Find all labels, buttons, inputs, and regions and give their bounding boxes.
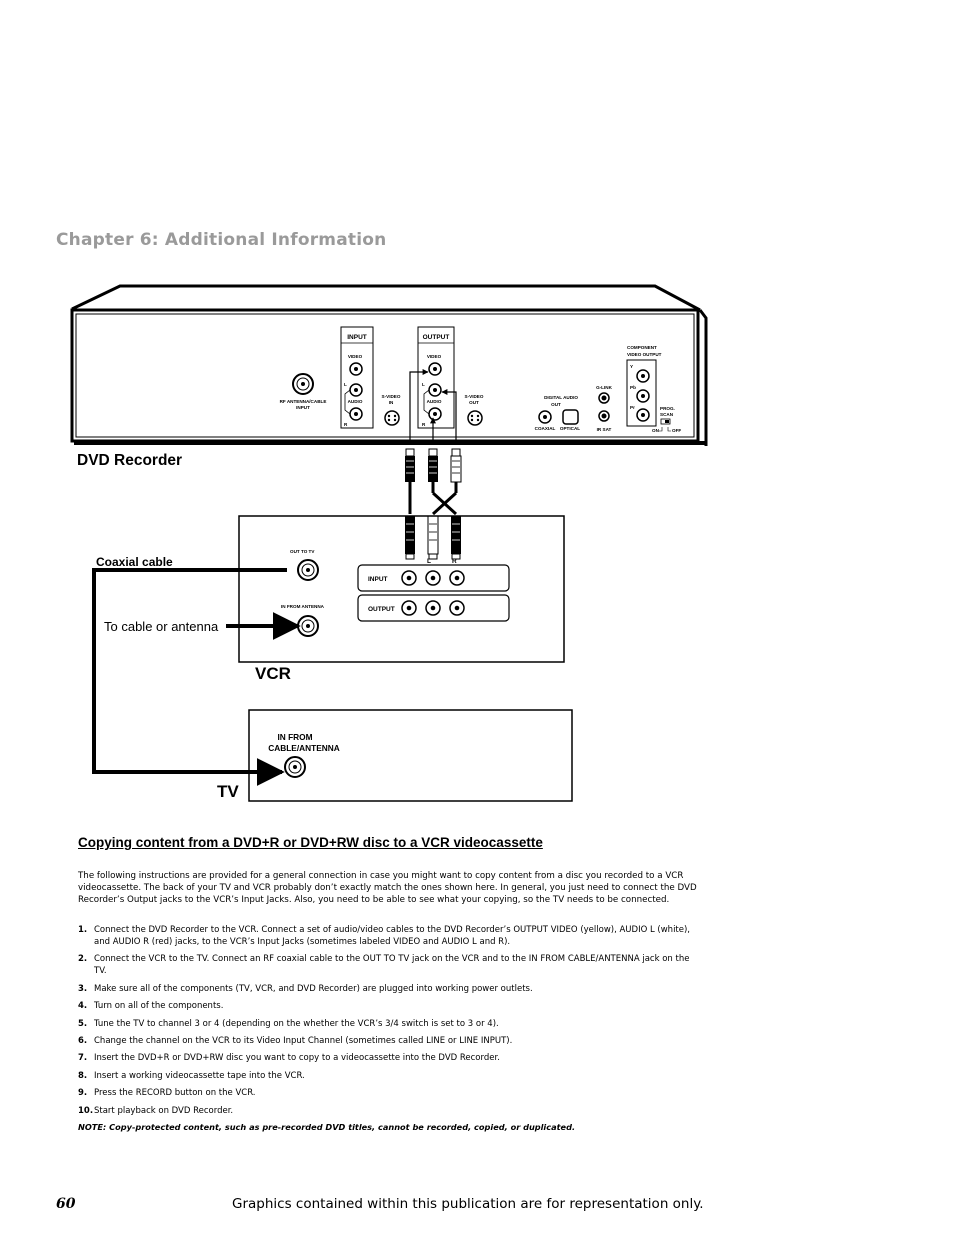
tv-antenna-jack: [284, 756, 306, 778]
step-item: 1.Connect the DVD Recorder to the VCR. C…: [78, 925, 691, 947]
vcr-title: VCR: [255, 664, 291, 683]
svideo-in-label-2: IN: [389, 400, 394, 405]
svideo-out-label-2: OUT: [469, 400, 479, 405]
ir-sat-label: IR SAT: [597, 427, 612, 432]
dvd-input-l-label: L: [344, 382, 347, 387]
tv: IN FROM CABLE/ANTENNA: [248, 709, 573, 802]
step-item: 9.Press the RECORD button on the VCR.: [78, 1088, 256, 1099]
dvd-output-r-label: R: [422, 422, 426, 427]
dvd-output-title: OUTPUT: [423, 334, 450, 341]
component-pb-label: Pb: [630, 385, 636, 390]
dvd-input-video-label: VIDEO: [348, 354, 363, 359]
step-item: 10.Start playback on DVD Recorder.: [78, 1105, 234, 1116]
dvd-output-jacks: [423, 362, 442, 421]
vcr-input-jacks: [401, 570, 465, 586]
prog-on-label: ON: [652, 428, 660, 433]
svideo-out-label-1: S-VIDEO: [465, 394, 484, 399]
vcr-in-from-antenna-jack: [297, 615, 319, 637]
step-item: 5.Tune the TV to channel 3 or 4 (dependi…: [78, 1018, 499, 1029]
step-item: 6.Change the channel on the VCR to its V…: [78, 1035, 513, 1046]
step-item: 3.Make sure all of the components (TV, V…: [78, 983, 533, 994]
step-item: 7.Insert the DVD+R or DVD+RW disc you wa…: [78, 1053, 500, 1064]
optical-label: OPTICAL: [560, 426, 580, 431]
rf-jack-label-1: RF ANTENNA/CABLE: [280, 399, 327, 404]
tv-in-from-label-2: CABLE/ANTENNA: [268, 743, 339, 753]
cable-l-label: L: [427, 558, 431, 565]
dvd-output-l-label: L: [422, 382, 425, 387]
vcr: OUT TO TV IN FROM ANTENNA INPUT OUTPUT: [238, 515, 565, 663]
prog-scan-label-2: SCAN: [660, 412, 674, 417]
svideo-in-jack: [384, 410, 400, 426]
dvd-input-audio-label: AUDIO: [348, 399, 363, 404]
vcr-input-label: INPUT: [368, 576, 388, 583]
glink-label: G-LINK: [596, 385, 613, 390]
dvd-recorder: RF ANTENNA/CABLE INPUT INPUT VIDEO L AUD…: [70, 284, 708, 446]
prog-scan-label-1: PROG.: [660, 406, 675, 411]
coaxial-label: COAXIAL: [535, 426, 556, 431]
component-pr-label: Pr: [630, 405, 635, 410]
copy-protection-note: NOTE: Copy-protected content, such as pr…: [78, 1122, 576, 1132]
connection-diagram: RF ANTENNA/CABLE INPUT INPUT VIDEO L AUD…: [70, 284, 708, 802]
glink-ir-jacks: [598, 392, 610, 422]
vcr-out-to-tv-jack: [297, 559, 319, 581]
footer-disclaimer: Graphics contained within this publicati…: [232, 1196, 704, 1212]
section-heading: Copying content from a DVD+R or DVD+RW d…: [78, 835, 543, 850]
tv-title: TV: [217, 782, 239, 801]
svideo-in-label-1: S-VIDEO: [382, 394, 401, 399]
step-item: 2.Connect the VCR to the TV. Connect an …: [78, 954, 690, 977]
digital-audio-label-1: DIGITAL AUDIO: [544, 395, 578, 400]
vcr-out-to-tv-label: OUT TO TV: [290, 549, 315, 554]
component-jacks: [636, 369, 650, 422]
to-cable-antenna-label: To cable or antenna: [104, 619, 219, 634]
vcr-in-from-antenna-label: IN FROM ANTENNA: [281, 604, 325, 609]
digital-audio-jacks: [538, 409, 579, 425]
coaxial-cable: [92, 568, 301, 786]
tv-in-from-label-1: IN FROM: [277, 732, 312, 742]
vcr-output-label: OUTPUT: [368, 606, 395, 613]
vcr-output-jacks: [401, 600, 465, 616]
dvd-output-video-label: VIDEO: [427, 354, 442, 359]
step-item: 4.Turn on all of the components.: [78, 1001, 224, 1012]
instruction-steps: 1.Connect the DVD Recorder to the VCR. C…: [78, 924, 702, 1122]
page-number: 60: [56, 1196, 76, 1212]
svideo-out-jack: [467, 410, 483, 426]
digital-audio-label-2: OUT: [551, 402, 561, 407]
chapter-title: Chapter 6: Additional Information: [56, 230, 387, 250]
av-cables: [405, 448, 462, 560]
component-label-2: VIDEO OUTPUT: [627, 352, 662, 357]
coaxial-cable-label: Coaxial cable: [96, 555, 173, 569]
rf-antenna-jack: [292, 373, 314, 395]
dvd-output-audio-label: AUDIO: [427, 399, 442, 404]
component-y-label: Y: [630, 364, 633, 369]
component-label-1: COMPONENT: [627, 345, 657, 350]
dvd-input-title: INPUT: [347, 334, 367, 341]
intro-paragraph: The following instructions are provided …: [78, 871, 697, 905]
dvd-input-r-label: R: [344, 422, 348, 427]
step-item: 8.Insert a working videocassette tape in…: [78, 1070, 305, 1081]
rf-jack-label-2: INPUT: [296, 405, 310, 410]
cable-r-label: R: [452, 558, 457, 565]
dvd-input-jacks: [344, 362, 363, 421]
prog-off-label: OFF: [672, 428, 681, 433]
dvd-recorder-title: DVD Recorder: [77, 452, 182, 469]
